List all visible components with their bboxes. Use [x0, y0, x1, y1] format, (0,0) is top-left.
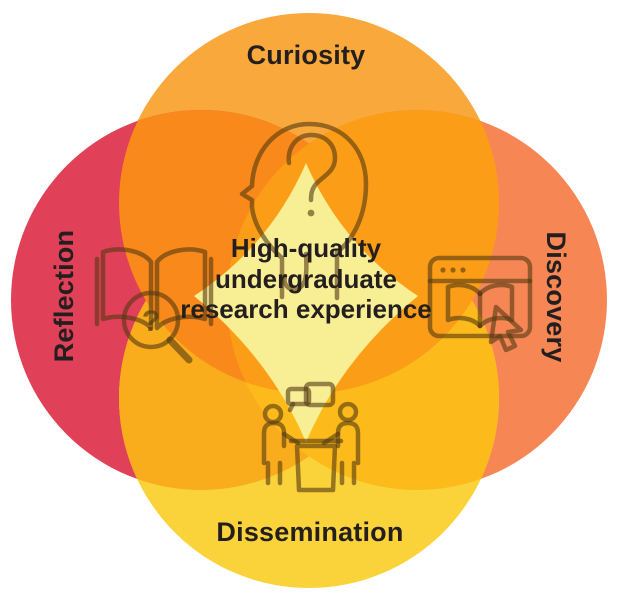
label-dissemination: Dissemination	[216, 517, 404, 547]
book-magnifier-icon: ?	[94, 247, 214, 364]
svg-text:?: ?	[142, 305, 160, 338]
people-discussion-icon	[261, 381, 361, 493]
label-discovery: Discovery	[541, 231, 571, 363]
center-star	[194, 163, 418, 442]
head-question-icon	[239, 121, 369, 301]
center-title: High-quality undergraduate research expe…	[180, 233, 432, 325]
label-curiosity: Curiosity	[246, 40, 366, 70]
label-reflection: Reflection	[49, 229, 79, 363]
browser-book-cursor-icon	[427, 255, 533, 353]
